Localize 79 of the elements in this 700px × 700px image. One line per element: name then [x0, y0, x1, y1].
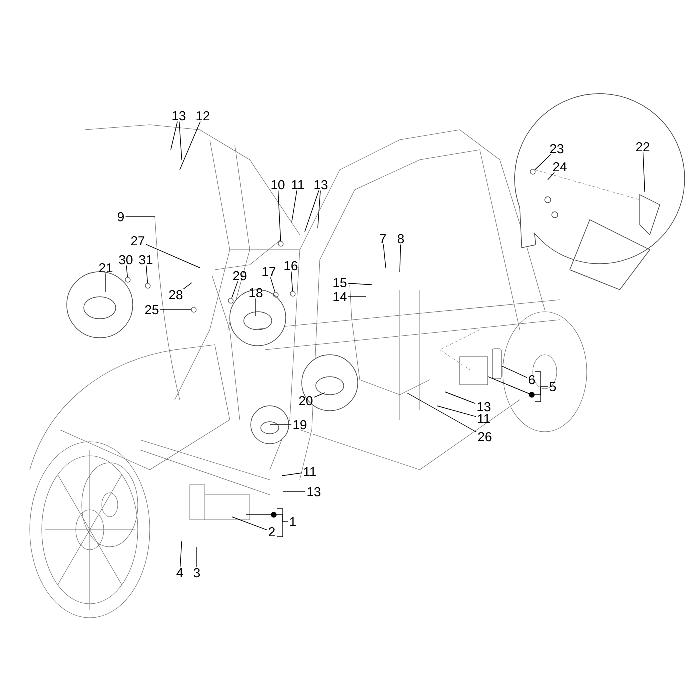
callout-number: 5	[550, 382, 556, 392]
callout-number: 21	[99, 263, 113, 273]
callout-number: 19	[294, 420, 307, 430]
leader-line	[291, 271, 294, 292]
leader-line	[548, 172, 556, 180]
leader-line	[180, 540, 182, 568]
leader-line	[282, 472, 302, 476]
small-part	[125, 277, 131, 283]
callout-number: 11	[292, 180, 304, 190]
callout-number: 11	[478, 414, 490, 424]
brake-caliper	[460, 356, 488, 386]
leader-line	[278, 190, 282, 242]
callout-number: 27	[131, 236, 145, 246]
callout-number: 2	[269, 527, 275, 537]
callout-number: 12	[196, 111, 210, 121]
leader-line	[348, 283, 372, 286]
leader-line	[126, 265, 128, 278]
callout-number: 13	[172, 111, 186, 121]
leader-line	[196, 546, 198, 568]
callout-number: 13	[314, 180, 328, 190]
callout-number: 17	[262, 268, 276, 276]
leader-line	[314, 392, 326, 398]
leader-line	[292, 190, 298, 222]
small-part	[228, 298, 234, 304]
callout-number: 25	[145, 305, 159, 315]
callout-number: 7	[380, 234, 386, 244]
leader-line	[642, 152, 646, 192]
callout-number: 11	[304, 468, 316, 476]
leader-line	[348, 296, 366, 298]
leader-line	[444, 392, 476, 404]
callout-number: 1	[290, 518, 296, 526]
callout-number: 13	[478, 402, 491, 412]
leader-line	[501, 366, 528, 378]
callout-number: 14	[334, 292, 347, 302]
leader-line	[318, 190, 321, 228]
leader-line	[436, 406, 476, 418]
callout-number: 4	[176, 568, 184, 578]
callout-number: 6	[529, 375, 536, 385]
small-part	[278, 241, 284, 247]
leader-line	[170, 121, 178, 150]
brake-pad	[492, 348, 502, 380]
leader-line	[146, 244, 200, 268]
callout-number: 26	[478, 432, 492, 442]
leader-line	[270, 424, 292, 426]
small-part	[290, 291, 296, 297]
leader-line	[180, 121, 201, 170]
callout-number: 15	[334, 278, 347, 288]
leader-line	[383, 244, 386, 268]
leader-line	[400, 244, 402, 272]
small-part	[530, 169, 536, 175]
callout-number: 31	[139, 255, 153, 265]
leader-line	[146, 265, 148, 284]
callout-number: 8	[398, 234, 404, 244]
callout-number: 13	[308, 487, 321, 497]
leader-line	[232, 281, 238, 299]
leader-line	[270, 277, 276, 293]
callout-number: 16	[284, 261, 298, 271]
callout-number: 22	[636, 142, 650, 152]
leader-line	[534, 154, 552, 170]
leader-line	[406, 392, 477, 433]
callout-number: 30	[119, 255, 133, 265]
callout-number: 23	[550, 144, 564, 154]
leader-line	[232, 516, 268, 531]
small-part	[191, 307, 197, 313]
leader-line	[304, 190, 320, 232]
leader-line	[488, 376, 549, 398]
leader-line	[125, 216, 156, 218]
small-part	[145, 283, 151, 289]
callout-number: 10	[272, 180, 285, 190]
callout-number: 9	[118, 212, 124, 222]
leader-line	[246, 512, 289, 522]
callout-number: 18	[250, 288, 263, 298]
small-part	[273, 292, 279, 298]
leader-line	[179, 121, 182, 160]
leader-line	[183, 282, 192, 290]
callout-number: 3	[194, 568, 200, 578]
callout-number: 29	[233, 271, 247, 281]
callout-number: 28	[169, 290, 183, 300]
callout-number: 24	[553, 162, 567, 172]
